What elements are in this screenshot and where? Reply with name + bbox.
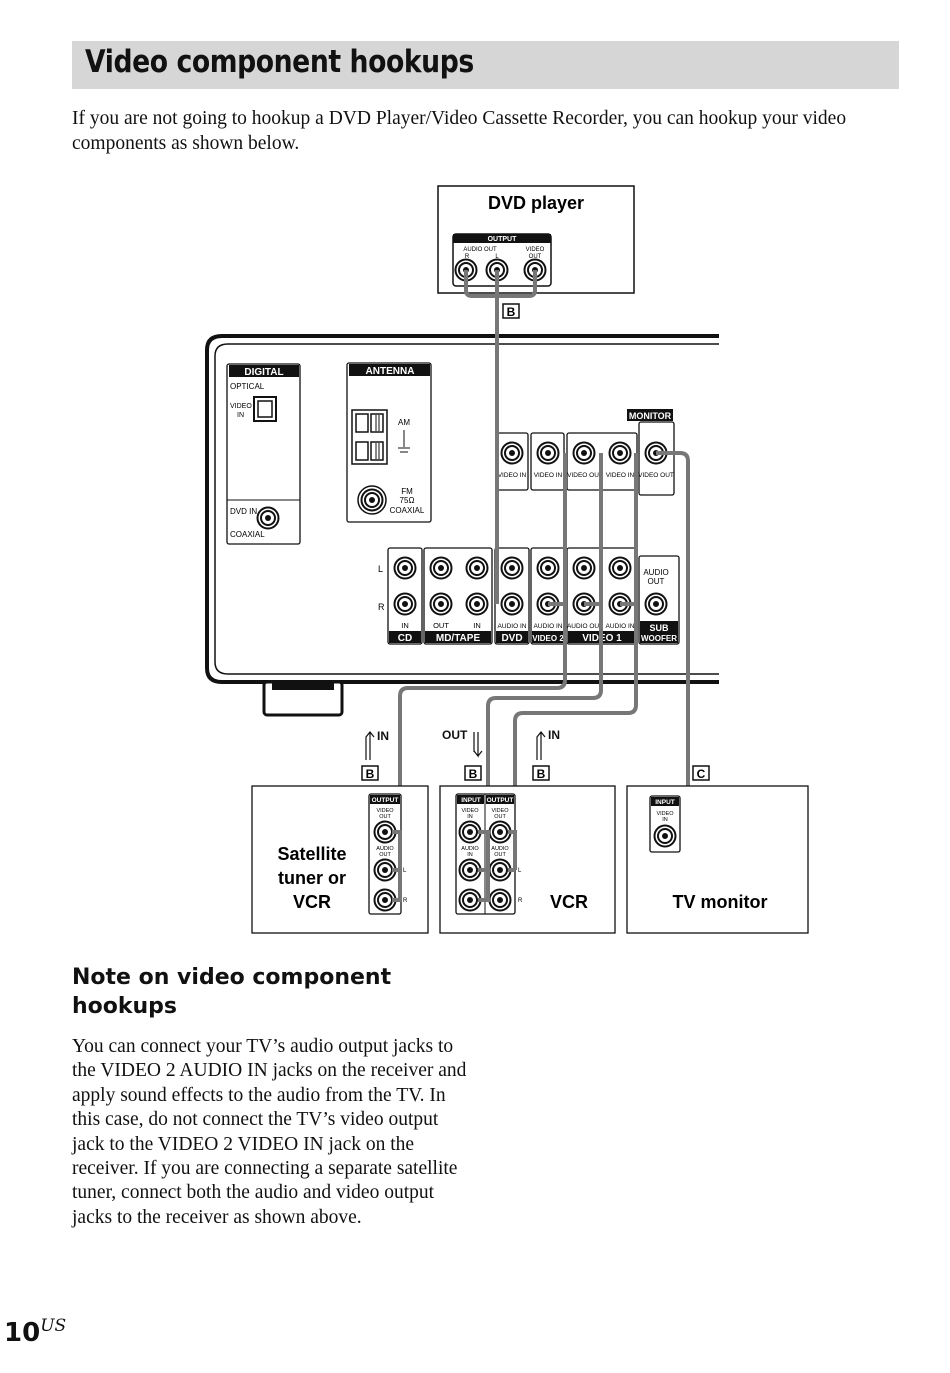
svg-text:VIDEO IN: VIDEO IN [498,472,527,479]
page-number: 10US [4,1316,67,1348]
svg-text:VIDEO: VIDEO [656,811,674,817]
vcr-out-cable [486,453,603,900]
svg-text:75Ω: 75Ω [400,496,415,505]
svg-text:tuner or: tuner or [278,868,346,888]
vcr-in-cable [513,453,638,870]
svg-text:L: L [495,254,499,260]
svg-text:OUT: OUT [648,577,665,586]
svg-text:L: L [518,868,522,874]
dvd-cable-bundle [464,270,537,298]
svg-text:OUT: OUT [494,814,506,820]
sat-cable [398,453,567,870]
svg-text:IN: IN [401,621,409,630]
svg-text:AUDIO: AUDIO [643,568,668,577]
svg-text:DIGITAL: DIGITAL [244,367,283,378]
svg-text:IN: IN [467,814,473,820]
svg-text:VIDEO 2: VIDEO 2 [230,403,258,410]
svg-text:AUDIO OUT: AUDIO OUT [567,623,603,630]
svg-text:INPUT: INPUT [461,797,481,804]
svg-text:OPTICAL: OPTICAL [230,382,265,391]
svg-text:OUTPUT: OUTPUT [372,797,399,804]
svg-text:IN: IN [377,729,389,743]
svg-text:VCR: VCR [293,892,331,912]
svg-text:INPUT: INPUT [655,799,675,806]
svg-text:WOOFER: WOOFER [641,634,677,643]
svg-text:ANTENNA: ANTENNA [366,366,415,377]
svg-text:OUTPUT: OUTPUT [488,236,518,243]
svg-text:DVD IN: DVD IN [230,507,257,516]
tv-monitor-box: TV monitor INPUT VIDEO IN [626,785,809,934]
svg-text:AUDIO IN: AUDIO IN [606,623,635,630]
svg-text:IN: IN [662,817,668,823]
svg-text:MONITOR: MONITOR [629,411,672,421]
svg-text:OUT: OUT [442,728,468,742]
svg-text:IN: IN [548,728,560,742]
svg-text:IN: IN [467,852,473,858]
svg-text:AM: AM [398,418,410,427]
svg-text:VIDEO OUT: VIDEO OUT [567,472,603,479]
svg-text:VIDEO: VIDEO [461,808,479,814]
svg-text:MD/TAPE: MD/TAPE [436,633,481,644]
svg-text:COAXIAL: COAXIAL [390,506,425,515]
signal-arrows: IN OUT IN [365,728,560,760]
note-heading: Note on video component hookups [72,965,392,1019]
note-body: You can connect your TV’s audio output j… [72,1036,467,1228]
svg-text:B: B [537,767,546,781]
svg-text:AUDIO IN: AUDIO IN [534,623,563,630]
svg-text:R: R [465,254,470,260]
svg-text:R: R [378,602,385,612]
svg-text:AUDIO: AUDIO [376,846,394,852]
svg-text:COAXIAL: COAXIAL [230,530,265,539]
svg-text:VIDEO: VIDEO [376,808,394,814]
svg-text:VIDEO OUT: VIDEO OUT [638,472,674,479]
svg-text:CD: CD [398,633,412,644]
svg-text:OUT: OUT [379,852,391,858]
dvd-player-label: DVD player [488,193,584,213]
svg-text:OUT: OUT [379,814,391,820]
svg-text:DVD: DVD [501,633,522,644]
vcr-box: VCR INPUT OUTPUT VIDEO IN VIDEO OUT AUDI… [439,785,616,934]
svg-text:VIDEO: VIDEO [491,808,509,814]
svg-text:VIDEO IN: VIDEO IN [606,472,635,479]
svg-text:AUDIO OUT: AUDIO OUT [463,247,497,253]
receiver-rear-panel: DIGITAL OPTICAL VIDEO 2 IN DVD IN COAXIA… [205,334,719,717]
svg-text:VCR: VCR [550,892,588,912]
svg-text:R: R [518,898,523,904]
svg-text:SUB: SUB [649,623,669,633]
cable-markers: B B B B C [361,303,710,781]
intro-paragraph: If you are not going to hookup a DVD Pla… [72,108,847,154]
svg-text:R: R [403,898,408,904]
svg-text:IN: IN [473,621,481,630]
svg-text:IN: IN [237,412,244,419]
svg-text:VIDEO IN: VIDEO IN [534,472,563,479]
svg-text:VIDEO: VIDEO [526,247,545,253]
svg-text:B: B [507,305,516,319]
svg-text:VIDEO 2: VIDEO 2 [532,634,564,643]
svg-text:OUT: OUT [433,621,449,630]
svg-text:OUTPUT: OUTPUT [487,797,514,804]
svg-text:AUDIO: AUDIO [461,846,479,852]
svg-text:OUT: OUT [529,254,542,260]
svg-text:TV monitor: TV monitor [673,892,768,912]
title-bar [72,41,899,89]
svg-text:L: L [403,868,407,874]
svg-text:B: B [469,767,478,781]
svg-text:AUDIO: AUDIO [491,846,509,852]
svg-text:OUT: OUT [494,852,506,858]
svg-text:C: C [697,767,706,781]
svg-text:B: B [366,767,375,781]
svg-text:L: L [378,564,383,574]
svg-text:AUDIO IN: AUDIO IN [498,623,527,630]
page-title: Video component hookups [85,44,474,80]
svg-text:FM: FM [401,487,413,496]
svg-text:Satellite: Satellite [277,844,346,864]
